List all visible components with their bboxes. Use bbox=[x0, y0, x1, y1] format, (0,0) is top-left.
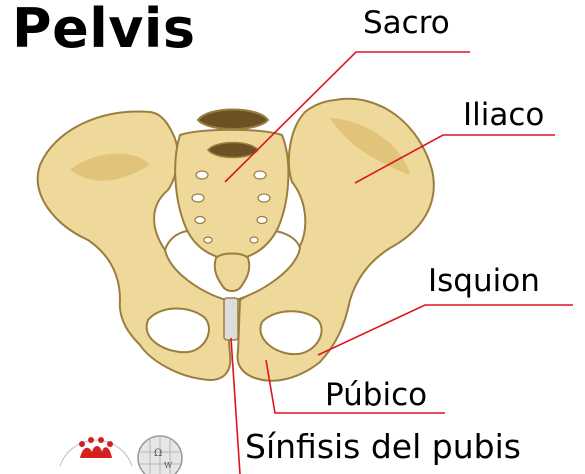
label-sacro: Sacro bbox=[363, 8, 450, 39]
label-isquion: Isquion bbox=[428, 266, 540, 297]
label-iliaco: Iliaco bbox=[463, 100, 544, 131]
museum-seal-logo bbox=[60, 437, 132, 466]
pubic-symphysis bbox=[224, 298, 238, 340]
sacral-foramen bbox=[258, 194, 270, 202]
leader-line-isquion bbox=[318, 305, 573, 355]
wikipedia-globe-logo: Ω W bbox=[138, 436, 182, 474]
sacral-foramen bbox=[196, 171, 208, 179]
sacral-foramen bbox=[257, 217, 267, 224]
label-pubico: Púbico bbox=[325, 380, 427, 411]
sacral-foramen bbox=[204, 237, 212, 243]
sacral-foramen bbox=[195, 217, 205, 224]
lumbar-vertebra bbox=[198, 110, 268, 130]
svg-text:W: W bbox=[164, 461, 173, 470]
sacral-foramen bbox=[192, 194, 204, 202]
sacral-foramen bbox=[250, 237, 258, 243]
sacral-foramen bbox=[254, 171, 266, 179]
svg-text:Ω: Ω bbox=[154, 448, 162, 459]
label-sinfisis: Sínfisis del pubis bbox=[245, 430, 521, 463]
